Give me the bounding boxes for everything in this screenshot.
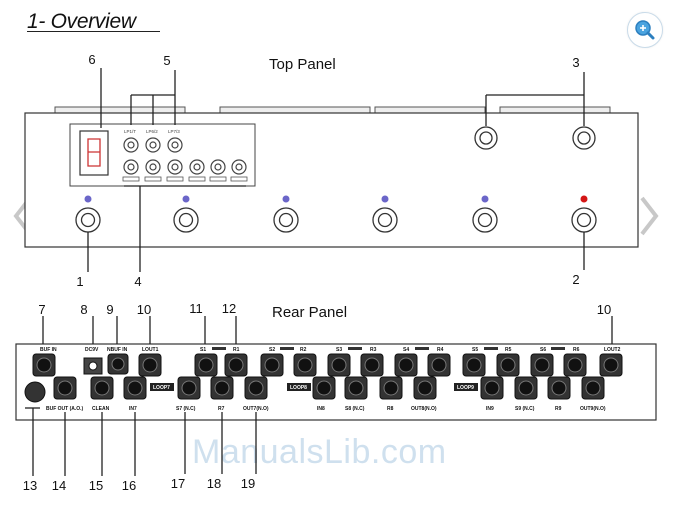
- loop-tag-8: LOOP8: [290, 385, 307, 391]
- label-r9: R9: [555, 406, 562, 412]
- label-in7: IN7: [129, 406, 137, 412]
- callout-9: 9: [106, 302, 114, 317]
- callout-2: 2: [572, 272, 580, 287]
- label-r1: R1: [233, 347, 240, 353]
- callout-6: 6: [88, 52, 96, 67]
- label-lout2: LOUT2: [604, 347, 621, 353]
- loop-tag-9: LOOP9: [457, 385, 474, 391]
- rear-top-jacks: [32, 353, 623, 377]
- label-r4: R4: [437, 347, 444, 353]
- top-panel-title: Top Panel: [269, 56, 336, 73]
- callout-11: 11: [189, 301, 203, 316]
- label-out9: OUT9(N.O): [580, 406, 606, 412]
- callout-10-right: 10: [596, 302, 612, 317]
- label-buf-out: BUF OUT (A.O.): [46, 406, 84, 412]
- callout-19: 19: [240, 476, 256, 491]
- callout-8: 8: [80, 302, 88, 317]
- rear-panel-diagram: BUF IN DC9V NBUF IN LOUT1 S1 R1 S2 R2 S3…: [15, 316, 657, 476]
- label-s4: S4: [403, 347, 409, 353]
- label-r6: R6: [573, 347, 580, 353]
- callout-16: 16: [121, 478, 137, 493]
- loop-tag-7: LOOP7: [153, 385, 170, 391]
- callout-14: 14: [51, 478, 67, 493]
- callout-1: 1: [76, 274, 84, 289]
- label-s2: S2: [269, 347, 275, 353]
- label-s5: S5: [472, 347, 478, 353]
- top-right-jacks: [474, 126, 596, 150]
- top-panel-diagram: LP1/T LP6/2 LP7/3: [24, 68, 639, 272]
- loop-label-3: LP7/3: [168, 129, 180, 134]
- callout-17: 17: [170, 476, 186, 491]
- label-r3: R3: [370, 347, 377, 353]
- watermark: ManualsLib.com: [192, 433, 447, 471]
- callout-3: 3: [572, 55, 580, 70]
- led-indicators: [84, 195, 588, 203]
- label-clean: CLEAN: [92, 406, 110, 412]
- label-r7: R7: [218, 406, 225, 412]
- label-s3: S3: [336, 347, 342, 353]
- magnifier-plus-icon: [635, 20, 655, 40]
- label-r5: R5: [505, 347, 512, 353]
- label-s7: S7 (N.C): [176, 406, 196, 412]
- callout-12: 12: [221, 301, 237, 316]
- label-s6: S6: [540, 347, 546, 353]
- label-lout1: LOUT1: [142, 347, 159, 353]
- label-nbuf-in: NBUF IN: [107, 347, 128, 353]
- label-dc9v: DC9V: [85, 347, 99, 353]
- led-display: [79, 130, 109, 176]
- label-s9: S9 (N.C): [515, 406, 535, 412]
- rear-panel-title: Rear Panel: [272, 304, 348, 321]
- next-page-button[interactable]: [634, 186, 666, 246]
- rear-bottom-jacks: [24, 376, 605, 403]
- callout-15: 15: [88, 478, 104, 493]
- label-r2: R2: [300, 347, 307, 353]
- label-buf-in: BUF IN: [40, 347, 57, 353]
- label-s8: S8 (N.C): [345, 406, 365, 412]
- heading-underline: [27, 31, 160, 32]
- callout-10-left: 10: [136, 302, 152, 317]
- page-heading: 1- Overview: [27, 10, 136, 33]
- callout-18: 18: [206, 476, 222, 491]
- callout-4: 4: [134, 274, 142, 289]
- callout-13: 13: [22, 478, 38, 493]
- loop-label-1: LP1/T: [124, 129, 136, 134]
- ground-screw: [24, 381, 46, 403]
- label-out7: OUT7(N.O): [243, 406, 269, 412]
- label-in9: IN9: [486, 406, 494, 412]
- label-r8: R8: [387, 406, 394, 412]
- callout-5: 5: [163, 53, 171, 68]
- label-s1: S1: [200, 347, 206, 353]
- label-in8: IN8: [317, 406, 325, 412]
- callout-7: 7: [38, 302, 46, 317]
- label-out8: OUT8(N.O): [411, 406, 437, 412]
- zoom-button[interactable]: [627, 12, 663, 48]
- loop-label-2: LP6/2: [146, 129, 158, 134]
- seven-segment-digit: [87, 138, 101, 167]
- chevron-right-icon: [640, 196, 659, 236]
